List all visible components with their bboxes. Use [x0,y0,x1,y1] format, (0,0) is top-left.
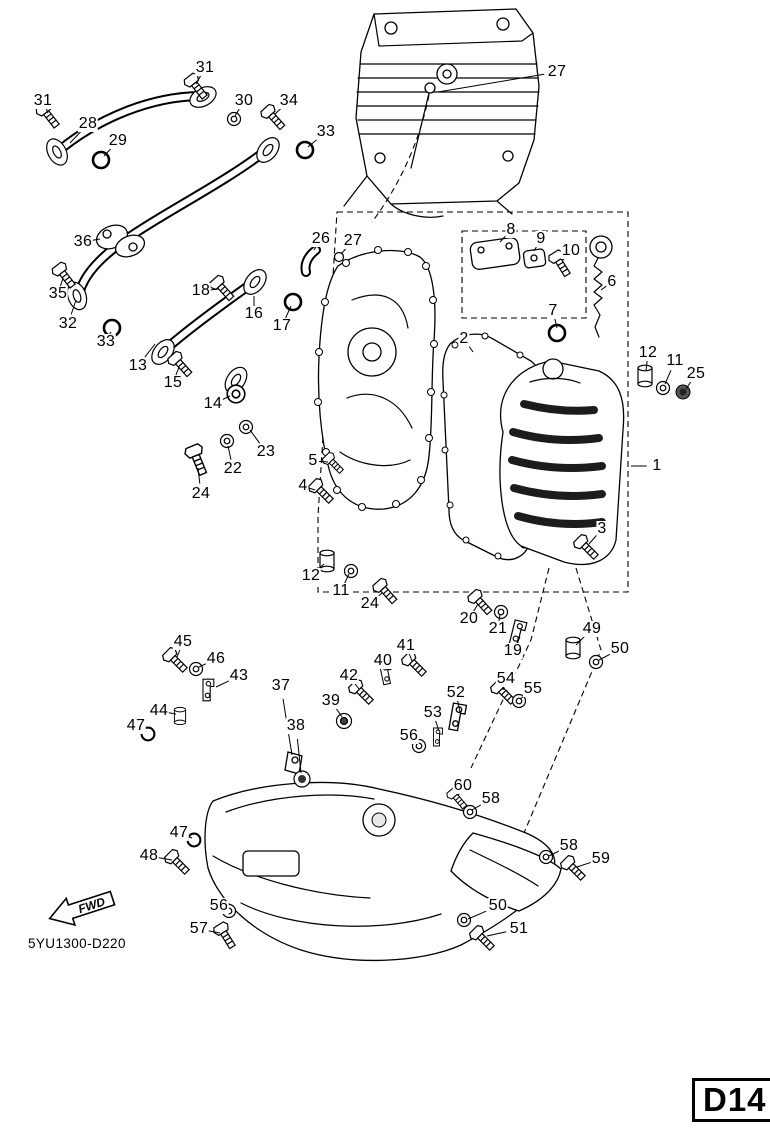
dipstick [589,235,613,338]
part-callout-60: 60 [452,777,474,794]
part-callout-19: 19 [502,642,524,659]
part-callout-40: 40 [372,652,394,669]
part-callout-43: 43 [228,667,250,684]
part-callout-45: 45 [172,633,194,650]
part-callout-2: 2 [458,330,470,347]
part-callout-47: 47 [168,824,190,841]
oil-tank [499,358,625,566]
part-callout-32: 32 [57,315,79,332]
part-callout-44: 44 [148,702,170,719]
part-callout-1: 1 [651,457,663,474]
part-callout-48: 48 [138,847,160,864]
pipe-union [95,224,146,258]
part-callout-15: 15 [162,374,184,391]
part-callout-11: 11 [665,352,685,369]
part-callout-25: 25 [685,365,707,382]
part-callout-22: 22 [222,460,244,477]
part-callout-37: 37 [270,677,292,694]
diagram-code: 5YU1300-D220 [28,936,126,951]
part-callout-33: 33 [315,123,337,140]
part-callout-29: 29 [107,132,129,149]
part-callout-27: 27 [546,63,568,80]
part-callout-58: 58 [480,790,502,807]
part-callout-9: 9 [535,230,547,247]
part-callout-35: 35 [47,285,69,302]
part-callout-55: 55 [522,680,544,697]
part-callout-50: 50 [487,897,509,914]
part-callout-21: 21 [487,620,509,637]
part-callout-27: 27 [342,232,364,249]
part-callout-24: 24 [190,485,212,502]
part-callout-4: 4 [297,477,309,494]
part-callout-14: 14 [202,395,224,412]
page-ref-label: D14 [703,1081,767,1118]
part-callout-51: 51 [508,920,530,937]
part-callout-33: 33 [95,333,117,350]
breather-cover [469,237,547,270]
part-callout-3: 3 [596,520,608,537]
part-callout-53: 53 [422,704,444,721]
part-callout-12: 12 [637,344,659,361]
page-ref-box: D14 [692,1078,770,1122]
part-callout-38: 38 [285,717,307,734]
part-callout-42: 42 [338,667,360,684]
part-callout-47: 47 [125,717,147,734]
part-callout-5: 5 [307,452,319,469]
part-callout-10: 10 [560,242,582,259]
part-callout-26: 26 [310,230,332,247]
engine-block [343,8,540,218]
part-callout-17: 17 [271,317,293,334]
part-callout-18: 18 [190,282,212,299]
part-callout-20: 20 [458,610,480,627]
part-callout-24: 24 [359,595,381,612]
part-callout-12: 12 [300,567,322,584]
part-callout-39: 39 [320,692,342,709]
crankcase-cover [314,246,438,511]
part-callout-41: 41 [395,637,417,654]
part-callout-31: 31 [194,59,216,76]
fwd-arrow-icon: FWD [48,890,116,927]
part-callout-50: 50 [609,640,631,657]
part-callout-59: 59 [590,850,612,867]
part-callout-23: 23 [255,443,277,460]
part-callout-11: 11 [331,582,351,599]
part-callout-56: 56 [208,897,230,914]
part-callout-36: 36 [72,233,94,250]
part-callout-6: 6 [606,273,618,290]
part-callout-52: 52 [445,684,467,701]
part-callout-8: 8 [505,221,517,238]
part-callout-58: 58 [558,837,580,854]
part-callout-56: 56 [398,727,420,744]
part-callout-7: 7 [547,302,559,319]
part-callout-34: 34 [278,92,300,109]
part-callout-28: 28 [77,115,99,132]
part-callout-16: 16 [243,305,265,322]
blind-plug [675,384,691,400]
part-callout-46: 46 [205,650,227,667]
part-callout-30: 30 [233,92,255,109]
rubber-plug [293,770,311,788]
oil-pipes [41,81,345,398]
part-callout-49: 49 [581,620,603,637]
part-callout-54: 54 [495,670,517,687]
part-callout-13: 13 [127,357,149,374]
part-callout-57: 57 [188,920,210,937]
part-callout-31: 31 [32,92,54,109]
fasteners [33,71,691,955]
